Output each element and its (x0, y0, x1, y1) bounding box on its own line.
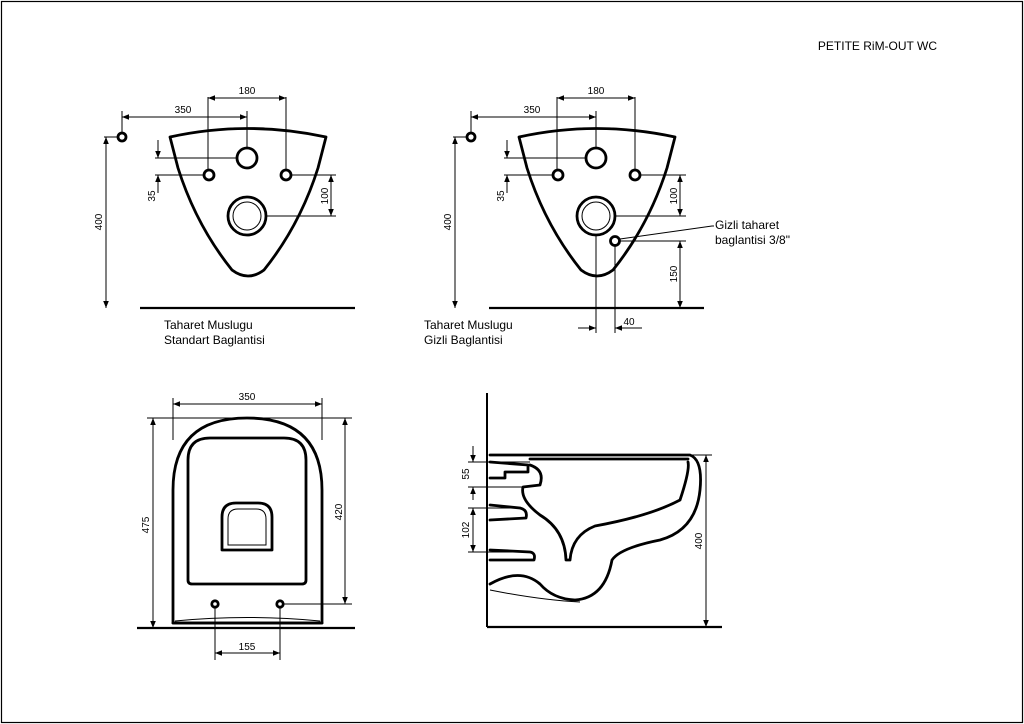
top-drain (220, 501, 274, 552)
fixing-hole-right (279, 168, 293, 182)
dim-35: 35 (147, 190, 158, 202)
callout-line-2: baglantisi 3/8" (715, 233, 790, 247)
top-hole (235, 146, 259, 170)
dim-155: 155 (239, 642, 256, 653)
callout-leader (619, 225, 714, 240)
drain-outlet-inner (581, 201, 611, 231)
dim-400: 400 (694, 532, 705, 549)
drawing-title: PETITE RiM-OUT WC (818, 39, 937, 53)
drain-outlet (226, 195, 268, 237)
bowl-outline (517, 127, 677, 278)
tap-marker (465, 131, 477, 143)
dim-350: 350 (239, 392, 256, 403)
dim-102: 102 (461, 521, 472, 538)
front-view-standard: 180 350 400 35 100 Taharet Muslugu Stand… (94, 86, 355, 347)
fixing-hole-right (628, 168, 642, 182)
side-bolt-lower (488, 548, 536, 562)
dim-350: 350 (524, 105, 541, 116)
dim-180: 180 (239, 86, 256, 97)
callout-line-1: Gizli taharet (715, 218, 780, 232)
dim-35: 35 (496, 190, 507, 202)
dim-180: 180 (588, 86, 605, 97)
caption-line-1: Taharet Muslugu (164, 318, 253, 332)
fixing-hole-left (202, 168, 216, 182)
dim-100: 100 (669, 187, 680, 204)
dim-420: 420 (334, 503, 345, 520)
dim-150: 150 (669, 265, 680, 282)
side-outer-body (488, 453, 702, 602)
top-outer-rim (171, 416, 324, 625)
fixing-hole-left (551, 168, 565, 182)
side-water-inlet (488, 460, 530, 480)
drain-outlet-inner (232, 201, 262, 231)
bowl-outline (168, 127, 328, 278)
dim-400: 400 (94, 213, 105, 230)
top-hole (584, 146, 608, 170)
dim-100: 100 (320, 187, 331, 204)
caption-line-2: Standart Baglantisi (164, 333, 265, 347)
side-bolt-upper (488, 503, 528, 522)
tap-marker (116, 131, 128, 143)
side-inner-bowl (521, 460, 690, 562)
fixing-hole-right (275, 599, 285, 609)
top-inner-bowl (186, 436, 308, 586)
side-view: 55 102 400 (461, 393, 722, 629)
caption-line-1: Taharet Muslugu (424, 318, 513, 332)
dim-350: 350 (175, 105, 192, 116)
dim-400: 400 (443, 213, 454, 230)
fixing-hole-left (210, 599, 220, 609)
caption-line-2: Gizli Baglantisi (424, 333, 503, 347)
top-view: 350 475 420 155 (137, 392, 355, 660)
dim-475: 475 (141, 516, 152, 533)
dim-40: 40 (623, 317, 635, 328)
dim-55: 55 (461, 468, 472, 480)
front-view-hidden: 180 350 400 35 100 150 40 Gizli taharet (424, 86, 790, 347)
hidden-bidet-connection (609, 235, 621, 247)
drain-outlet (575, 195, 617, 237)
